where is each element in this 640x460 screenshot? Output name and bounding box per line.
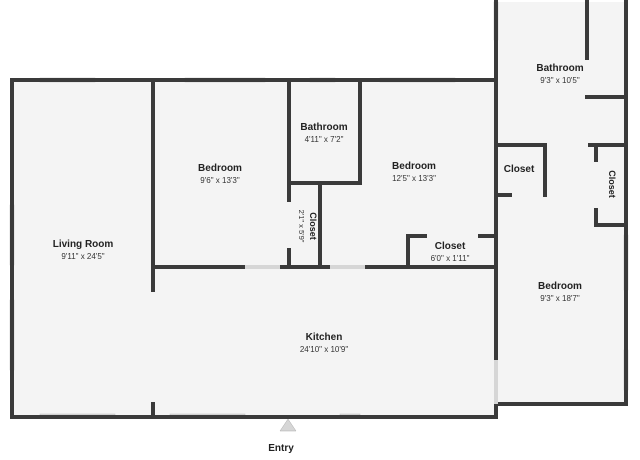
door-openings bbox=[245, 265, 498, 404]
bedroom-1-name: Bedroom bbox=[198, 163, 242, 174]
walls bbox=[10, 0, 628, 419]
closet-2-dims: 6'0" x 1'11" bbox=[431, 254, 470, 263]
kitchen-name: Kitchen bbox=[306, 332, 343, 343]
living-room-dims: 9'11" x 24'5" bbox=[61, 252, 104, 261]
entry-label: Entry bbox=[268, 443, 294, 454]
bathroom-2-name: Bathroom bbox=[536, 63, 583, 74]
closet-1-name: Closet bbox=[308, 212, 318, 240]
entry-arrow-icon bbox=[279, 418, 297, 432]
living-room-name: Living Room bbox=[53, 239, 114, 250]
bedroom-1-dims: 9'6" x 13'3" bbox=[200, 176, 240, 185]
bathroom-1-dims: 4'11" x 7'2" bbox=[305, 135, 344, 144]
closet-4-name: Closet bbox=[607, 170, 617, 198]
bedroom-2-dims: 12'5" x 13'3" bbox=[392, 174, 436, 183]
bedroom-3-name: Bedroom bbox=[538, 281, 582, 292]
closet-1-dims: 2'1" x 5'9" bbox=[297, 210, 306, 243]
bathroom-1-name: Bathroom bbox=[300, 122, 347, 133]
closet-3-name: Closet bbox=[504, 164, 535, 175]
kitchen-dims: 24'10" x 10'9" bbox=[300, 345, 348, 354]
bedroom-3-dims: 9'3" x 18'7" bbox=[540, 294, 580, 303]
entry-marker: Entry bbox=[268, 418, 297, 454]
bedroom-2-name: Bedroom bbox=[392, 161, 436, 172]
closet-2-name: Closet bbox=[435, 241, 466, 252]
bathroom-2-dims: 9'3" x 10'5" bbox=[540, 76, 580, 85]
floor-areas bbox=[12, 2, 626, 417]
room-labels: Living Room 9'11" x 24'5" Bedroom 9'6" x… bbox=[53, 63, 617, 354]
